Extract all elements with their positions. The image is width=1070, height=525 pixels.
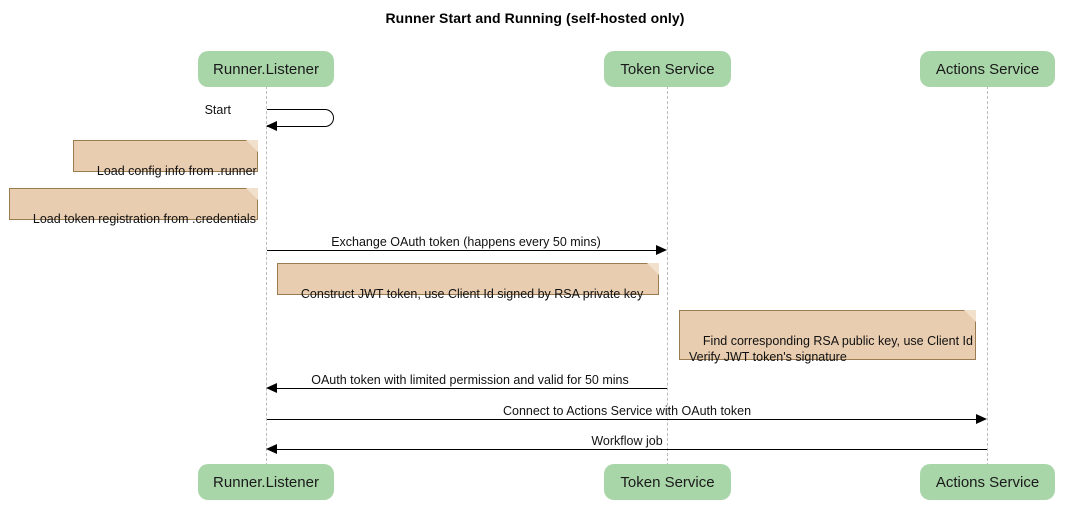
lifeline-token [667, 86, 668, 466]
note-fold-edge-icon [245, 188, 258, 201]
participant-actions-service-top[interactable]: Actions Service [920, 51, 1055, 87]
note-text: Load token registration from .credential… [32, 212, 256, 226]
message-label-start: Start [204, 103, 231, 117]
participant-runner-listener-top[interactable]: Runner.Listener [198, 51, 334, 87]
message-label-oauth-token-return: OAuth token with limited permission and … [311, 373, 629, 387]
arrow-head-start [266, 121, 277, 131]
note-load-token-registration: Load token registration from .credential… [9, 188, 258, 226]
page-title: Runner Start and Running (self-hosted on… [385, 10, 685, 26]
message-self-loop-start [267, 109, 334, 127]
note-fold-edge-icon [646, 263, 659, 276]
participant-actions-service-bottom[interactable]: Actions Service [920, 464, 1055, 500]
note-construct-jwt: Construct JWT token, use Client Id signe… [277, 263, 659, 301]
lifeline-actions [987, 86, 988, 466]
message-line-workflow-job [277, 449, 987, 450]
participant-label: Token Service [620, 60, 715, 78]
note-fold-edge-icon [963, 310, 976, 323]
participant-token-service-top[interactable]: Token Service [604, 51, 731, 87]
message-label-exchange-oauth-token: Exchange OAuth token (happens every 50 m… [331, 235, 601, 249]
participant-runner-listener-bottom[interactable]: Runner.Listener [198, 464, 334, 500]
note-text: Find corresponding RSA public key, use C… [689, 334, 973, 364]
participant-label: Runner.Listener [213, 60, 319, 78]
note-load-config: Load config info from .runner [73, 140, 258, 178]
participant-label: Token Service [620, 473, 715, 491]
message-line-oauth-token-return [277, 388, 667, 389]
message-label-workflow-job: Workflow job [591, 434, 663, 448]
participant-label: Runner.Listener [213, 473, 319, 491]
message-line-exchange-oauth-token [267, 250, 657, 251]
note-text: Construct JWT token, use Client Id signe… [300, 287, 644, 301]
message-line-connect-to-actions-service [267, 419, 976, 420]
arrow-head-connect-to-actions-service [976, 413, 987, 424]
message-label-connect-to-actions-service: Connect to Actions Service with OAuth to… [502, 404, 752, 418]
participant-label: Actions Service [935, 473, 1040, 491]
lifeline-runner [266, 86, 267, 466]
note-text: Load config info from .runner [96, 164, 257, 178]
arrow-head-exchange-oauth-token [656, 244, 667, 255]
note-fold-edge-icon [245, 140, 258, 153]
note-verify-jwt: Find corresponding RSA public key, use C… [679, 310, 976, 364]
arrow-head-workflow-job [266, 443, 277, 454]
participant-token-service-bottom[interactable]: Token Service [604, 464, 731, 500]
arrow-head-oauth-token-return [266, 382, 277, 393]
participant-label: Actions Service [935, 60, 1040, 78]
